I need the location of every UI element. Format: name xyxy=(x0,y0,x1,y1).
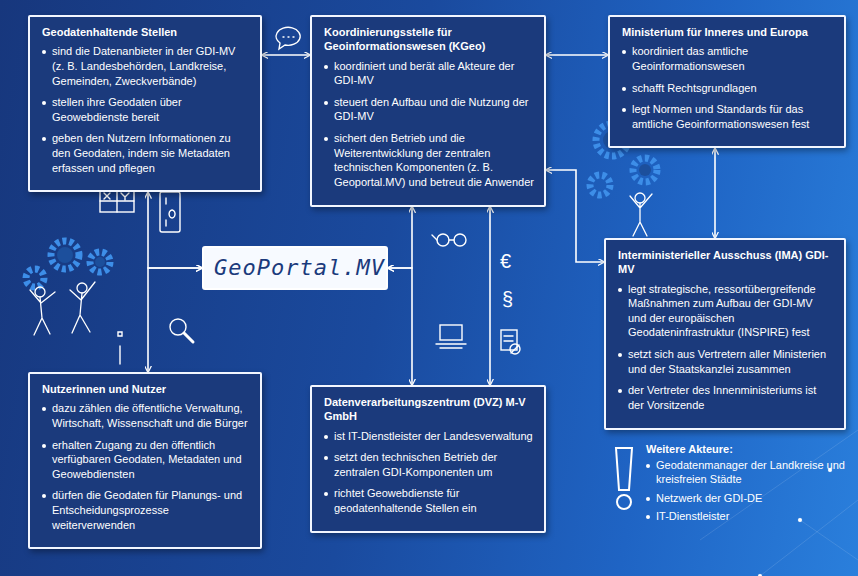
connector-arrow xyxy=(546,170,604,262)
connector-arrow xyxy=(714,148,716,238)
connector-arrow xyxy=(388,268,412,385)
connector-arrow xyxy=(546,54,608,56)
list-item: Netzwerk der GDI-DE xyxy=(646,491,846,505)
stick-figures xyxy=(30,193,652,335)
bullet-text: legt Normen und Standards für das amtlic… xyxy=(622,102,834,131)
box-heading: Ministerium für Inneres und Europa xyxy=(622,25,834,39)
bullet-text: setzt den technischen Betrieb der zentra… xyxy=(324,450,534,479)
bullet-text: schafft Rechtsgrundlagen xyxy=(622,81,834,96)
bullet-text: setzt sich aus Vertretern aller Minister… xyxy=(618,347,834,376)
bullet-text: geben den Nutzern Informationen zu den G… xyxy=(42,131,250,175)
connector-arrow xyxy=(148,192,202,268)
portal-box: GeoPortal.MV xyxy=(202,246,388,290)
symbol-label: § xyxy=(502,288,513,311)
bullet-text: richtet Geowebdienste für geodatenhalten… xyxy=(324,486,534,515)
info-box: Nutzerinnen und Nutzer dazu zählen die öf… xyxy=(28,372,262,549)
info-box: Ministerium für Inneres und Europa koordi… xyxy=(608,15,846,148)
bullet-text: legt strategische, ressortübergreifende … xyxy=(618,282,834,341)
list-heading: Weitere Akteure: xyxy=(646,443,846,455)
box-heading: Interministerieller Ausschuss (IMA) GDI-… xyxy=(618,248,834,277)
box-heading: Datenverarbeitungszentrum (DVZ) M-V GmbH xyxy=(324,395,534,424)
bullet-text: erhalten Zugang zu den öffentlich verfüg… xyxy=(42,438,250,482)
box-heading: Koordinierungsstelle für Geoinformations… xyxy=(324,25,534,54)
portal-title: GeoPortal.MV xyxy=(214,252,376,284)
bullet-text: sind die Datenanbieter in der GDI-MV (z.… xyxy=(42,44,250,88)
bullet-text: steuert den Aufbau und die Nutzung der G… xyxy=(324,95,534,124)
bullet-text: koordiniert und berät alle Akteure der G… xyxy=(324,59,534,88)
list-item: IT-Dienstleister xyxy=(646,509,846,523)
exclamation-mark xyxy=(616,448,632,509)
info-box: Koordinierungsstelle für Geoinformations… xyxy=(310,15,546,207)
connector-arrow xyxy=(148,268,202,372)
connector-arrow xyxy=(388,207,412,268)
bullet-text: dürfen die Geodaten für Planungs- und En… xyxy=(42,488,250,532)
bullet-text: ist IT-Dienstleister der Landesverwaltun… xyxy=(324,429,534,444)
further-actors: Weitere Akteure: Geodatenmanager der Land… xyxy=(646,443,846,527)
info-box: Geodatenhaltende Stellen sind die Datenan… xyxy=(28,15,262,192)
box-heading: Nutzerinnen und Nutzer xyxy=(42,382,250,396)
bullet-text: stellen ihre Geodaten über Geowebdienste… xyxy=(42,95,250,124)
bullet-text: dazu zählen die öffentliche Verwaltung, … xyxy=(42,401,250,430)
bullet-text: sichert den Betrieb und die Weiterentwic… xyxy=(324,131,534,190)
bullet-text: der Vertreter des Innenministeriums ist … xyxy=(618,383,834,412)
connector-arrow xyxy=(262,54,310,56)
info-box: Datenverarbeitungszentrum (DVZ) M-V GmbH… xyxy=(310,385,546,533)
connector-arrow xyxy=(489,207,491,385)
symbol-label: € xyxy=(500,250,511,273)
info-box: Interministerieller Ausschuss (IMA) GDI-… xyxy=(604,238,846,430)
box-heading: Geodatenhaltende Stellen xyxy=(42,25,250,39)
bullet-text: koordiniert das amtliche Geoinformations… xyxy=(622,44,834,73)
list-item: Geodatenmanager der Landkreise und kreis… xyxy=(646,458,846,487)
